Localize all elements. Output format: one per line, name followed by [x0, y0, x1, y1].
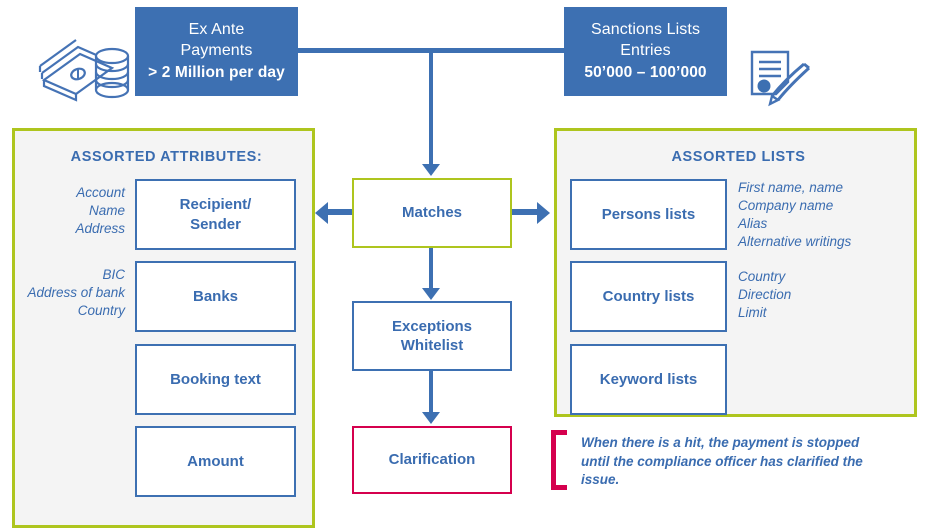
sanctions-line3: 50’000 – 100’000 — [584, 64, 707, 82]
ex-ante-payments-box: Ex Ante Payments > 2 Million per day — [135, 7, 298, 96]
matches-box: Matches — [352, 178, 512, 248]
footnote-bracket — [551, 430, 567, 490]
money-stack-icon — [38, 32, 134, 106]
clarification-box: Clarification — [352, 426, 512, 494]
banks-box: Banks — [135, 261, 296, 332]
sanctions-lists-entries-box: Sanctions Lists Entries 50’000 – 100’000 — [564, 7, 727, 96]
ex-ante-line2: Payments — [180, 42, 253, 60]
document-signature-icon — [746, 48, 814, 110]
attributes-recipient-sender: Account Name Address — [75, 185, 125, 236]
connector-exceptions-to-clarification — [429, 371, 433, 414]
sanctions-line1: Sanctions Lists — [590, 21, 701, 39]
booking-text-box: Booking text — [135, 344, 296, 415]
arrow-to-matches — [422, 164, 440, 176]
attributes-persons-lists: First name, name Company name Alias Alte… — [738, 180, 852, 249]
connector-to-matches — [429, 50, 433, 166]
footnote-text: When there is a hit, the payment is stop… — [581, 435, 863, 488]
connector-matches-to-exceptions — [429, 248, 433, 290]
ex-ante-line1: Ex Ante — [188, 21, 245, 39]
matches-left-line — [327, 209, 352, 215]
sanctions-line2: Entries — [620, 42, 671, 60]
arrow-to-exceptions — [422, 288, 440, 300]
assorted-attributes-title: ASSORTED ATTRIBUTES: — [70, 149, 263, 165]
attributes-banks: BIC Address of bank Country — [27, 267, 125, 318]
arrow-matches-to-attributes — [315, 202, 328, 224]
persons-lists-box: Persons lists — [570, 179, 727, 250]
arrow-to-clarification — [422, 412, 440, 424]
keyword-lists-box: Keyword lists — [570, 344, 727, 415]
matches-right-line — [512, 209, 537, 215]
recipient-sender-box: Recipient/ Sender — [135, 179, 296, 250]
amount-box: Amount — [135, 426, 296, 497]
arrow-matches-to-lists — [537, 202, 550, 224]
attributes-country-lists: Country Direction Limit — [738, 269, 792, 320]
country-lists-box: Country lists — [570, 261, 727, 332]
ex-ante-line3: > 2 Million per day — [148, 64, 285, 82]
assorted-lists-title: ASSORTED LISTS — [671, 149, 806, 165]
exceptions-whitelist-box: Exceptions Whitelist — [352, 301, 512, 371]
